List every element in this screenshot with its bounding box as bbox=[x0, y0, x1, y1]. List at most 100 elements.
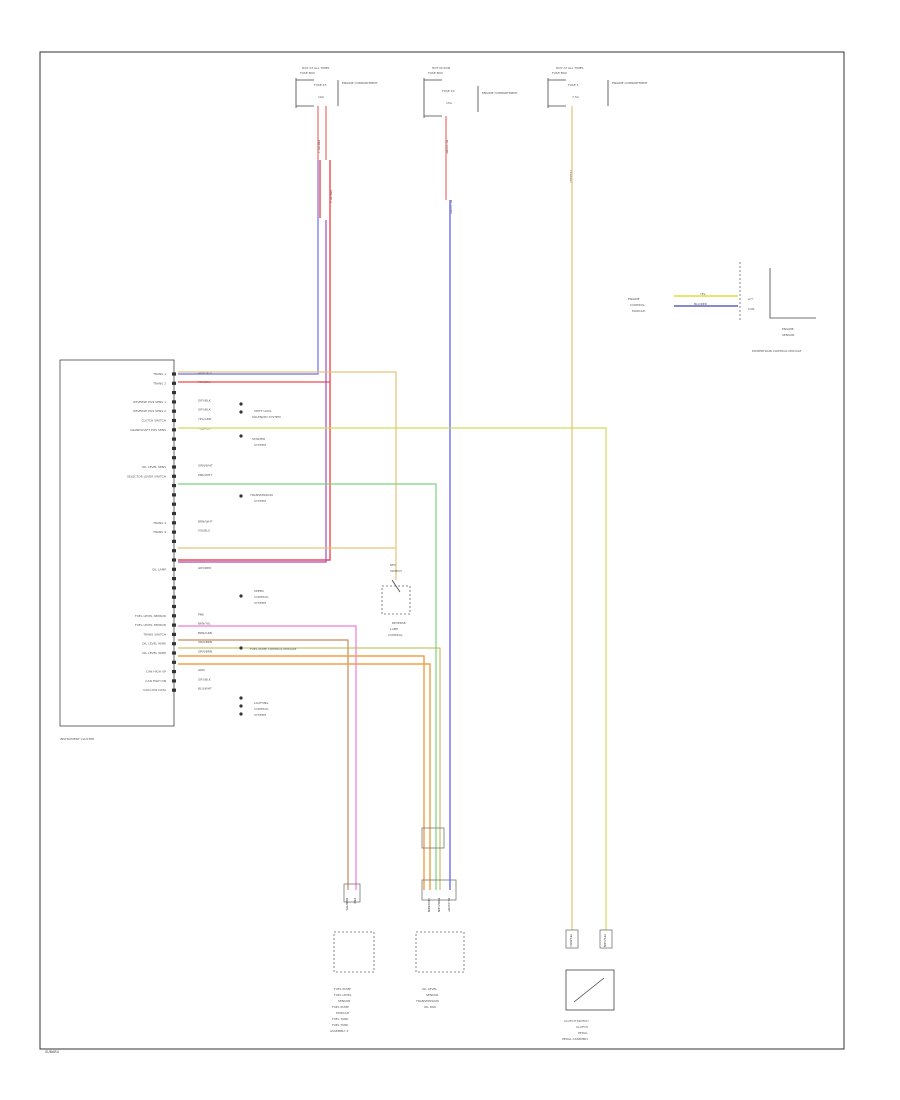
label-starter-2: SYSTEM bbox=[254, 443, 266, 447]
wire-color-label: PNK bbox=[198, 612, 205, 616]
cluster-pin bbox=[172, 670, 176, 674]
fuse-3-value: 7.5A bbox=[572, 95, 580, 99]
wire-tag-top-2: PNK/BLU bbox=[329, 190, 333, 203]
wire-color-label: PNK/WHT bbox=[198, 473, 212, 477]
cluster-pin bbox=[172, 493, 176, 497]
wire-color-label: ORN/BRN bbox=[198, 640, 212, 644]
oil-2: SENSOR bbox=[426, 993, 438, 997]
wires bbox=[178, 106, 607, 930]
side-labels: SHIFT LOCK SOLENOID SYSTEM STARTER SYSTE… bbox=[239, 402, 297, 717]
wire-red-trunk bbox=[178, 160, 331, 561]
ecm-wire-1: YEL bbox=[700, 292, 706, 296]
cluster-pin bbox=[172, 567, 176, 571]
ecm-title-1: ENGINE bbox=[782, 327, 794, 331]
rev-mod-2: LAMP bbox=[390, 627, 398, 631]
label-fuel-pump-module: FUEL PUMP CONTROL MODULE bbox=[250, 647, 297, 651]
wire-color-label: GRN bbox=[198, 668, 205, 672]
cluster-pin bbox=[172, 446, 176, 450]
label-shift-lock-2: SOLENOID SYSTEM bbox=[252, 415, 281, 419]
cluster-pin bbox=[172, 530, 176, 534]
bottom-tag-6: YEL/RED bbox=[569, 934, 573, 947]
cluster-pin-label: OIL LEVEL WIRE bbox=[142, 651, 166, 655]
cluster-pin bbox=[172, 642, 176, 646]
wire-tag-top-3: BLU/WHT bbox=[445, 140, 449, 154]
wire-color-label: GRY/BLK bbox=[198, 677, 212, 681]
cluster-pin bbox=[172, 623, 176, 627]
fuse-1-fuse: FUSE 15 bbox=[314, 83, 327, 87]
label-oil-3: SYSTEM bbox=[254, 601, 266, 605]
wire-blue-pin1 bbox=[178, 160, 319, 375]
cluster-pin bbox=[172, 558, 176, 562]
fuse-3-note: ENGINE COMPARTMENT bbox=[612, 81, 648, 85]
wire-tag-top-5: YEL/RED bbox=[569, 170, 573, 183]
cluster-title: INSTRUMENT CLUSTER bbox=[60, 737, 94, 741]
label-shift-lock-1: SHIFT LOCK bbox=[254, 409, 273, 413]
wire-green bbox=[178, 483, 437, 890]
wire-brown bbox=[178, 639, 349, 890]
fuse-3-panel: FUSE BOX bbox=[552, 71, 567, 75]
wire-tag-top-1: PNK/BLU bbox=[317, 140, 321, 153]
fuse-1-panel: FUSE BOX bbox=[300, 71, 315, 75]
cluster-pin bbox=[172, 660, 176, 664]
cluster-pin-label: SELECTOR LEVER SWITCH bbox=[127, 474, 166, 478]
wire-color-label: GRY/RED bbox=[198, 566, 212, 570]
label-starter-1: STARTER bbox=[252, 437, 265, 441]
bottom-tag-5: BLU/WHT bbox=[447, 898, 451, 912]
cluster-pin bbox=[172, 549, 176, 553]
wire-color-label: BRN/YEL bbox=[198, 622, 211, 626]
fuel-8: ASSEMBLY 2 bbox=[330, 1029, 348, 1033]
cluster-pin bbox=[172, 381, 176, 385]
fuel-1: FUEL PUMP bbox=[334, 987, 351, 991]
wire-orange-1 bbox=[178, 655, 425, 890]
reverse-switch: REV SWITCH REVERSE LAMP CONTROL bbox=[381, 563, 411, 637]
fuel-2: FUEL LEVEL bbox=[334, 993, 352, 997]
fuel-4: FUEL PUMP bbox=[332, 1005, 349, 1009]
wire-tan bbox=[178, 371, 397, 549]
cluster-pin bbox=[172, 586, 176, 590]
bottom-tag-1: PNK bbox=[353, 898, 357, 905]
cluster-pin bbox=[172, 437, 176, 441]
fuse-2-title: HOT IN RUN bbox=[432, 66, 450, 70]
cluster-pin-label: CAN LOW DATA bbox=[143, 688, 167, 692]
cluster-pin bbox=[172, 604, 176, 609]
label-lighting-2: CONTROL bbox=[254, 707, 269, 711]
fuse-1-value: 10A bbox=[318, 95, 325, 99]
rev-mod-3: CONTROL bbox=[388, 633, 403, 637]
fuse-2-panel: FUSE BOX bbox=[428, 71, 443, 75]
wire-color-label: BRN/WHT bbox=[198, 519, 213, 523]
fuse-block-1: HOT AT ALL TIMES FUSE BOX FUSE 15 10A EN… bbox=[295, 66, 378, 108]
fuel-5: MODULE bbox=[336, 1011, 349, 1015]
fuse-block-2: HOT IN RUN FUSE BOX FUSE 20 15A ENGINE C… bbox=[423, 66, 518, 118]
cluster-pin bbox=[172, 465, 176, 469]
wire-orange-2 bbox=[178, 663, 431, 890]
cluster-pin bbox=[172, 418, 176, 423]
cluster-pin-label: TRANS SWITCH bbox=[142, 632, 166, 636]
cluster-pin-label: TRANS 1 bbox=[152, 372, 166, 376]
diagram-border bbox=[39, 51, 845, 1050]
clutch-3: PEDAL bbox=[578, 1031, 588, 1035]
cluster-pin bbox=[172, 484, 176, 488]
cluster-pin bbox=[172, 511, 176, 516]
ecm-wire-2: BLU/RED bbox=[694, 302, 708, 306]
engine-control-module: ENGINE CONTROL MODULE YEL BLU/RED A/T CA… bbox=[628, 262, 816, 353]
cluster-pin-label: OIL LEVEL WIRE bbox=[142, 642, 166, 646]
clutch-switch: CLUTCH SWITCH CLUTCH PEDAL PEDAL ASSEMBL… bbox=[562, 969, 615, 1041]
cluster-pin bbox=[172, 456, 176, 460]
oil-1: OIL LEVEL bbox=[422, 987, 437, 991]
fuse-2-value: 15A bbox=[446, 101, 453, 105]
cluster-pin-label: OIL LEVEL SENS bbox=[142, 465, 166, 469]
cluster-pin bbox=[172, 474, 176, 478]
label-trans-1: TRANSMISSION bbox=[249, 493, 273, 497]
fuel-6: FUEL TANK bbox=[332, 1017, 349, 1021]
wire-color-label: BLU/WHT bbox=[198, 687, 212, 691]
oil-level-sensor: OIL LEVEL SENSOR TRANSMISSION OIL PAN bbox=[415, 931, 465, 1009]
cluster-pin bbox=[172, 539, 176, 543]
wire-violet-pin18 bbox=[178, 220, 327, 563]
label-lighting-1: LIGHTING bbox=[254, 701, 269, 705]
fuel-pump-module: FUEL PUMP FUEL LEVEL SENSOR FUEL PUMP MO… bbox=[330, 931, 375, 1033]
fuse-1-title: HOT AT ALL TIMES bbox=[302, 66, 330, 70]
ecm-left-3: MODULE bbox=[632, 309, 645, 313]
bottom-tag-2: BRN/YEL bbox=[345, 898, 349, 911]
fuel-7: FUEL TANK bbox=[332, 1023, 349, 1027]
